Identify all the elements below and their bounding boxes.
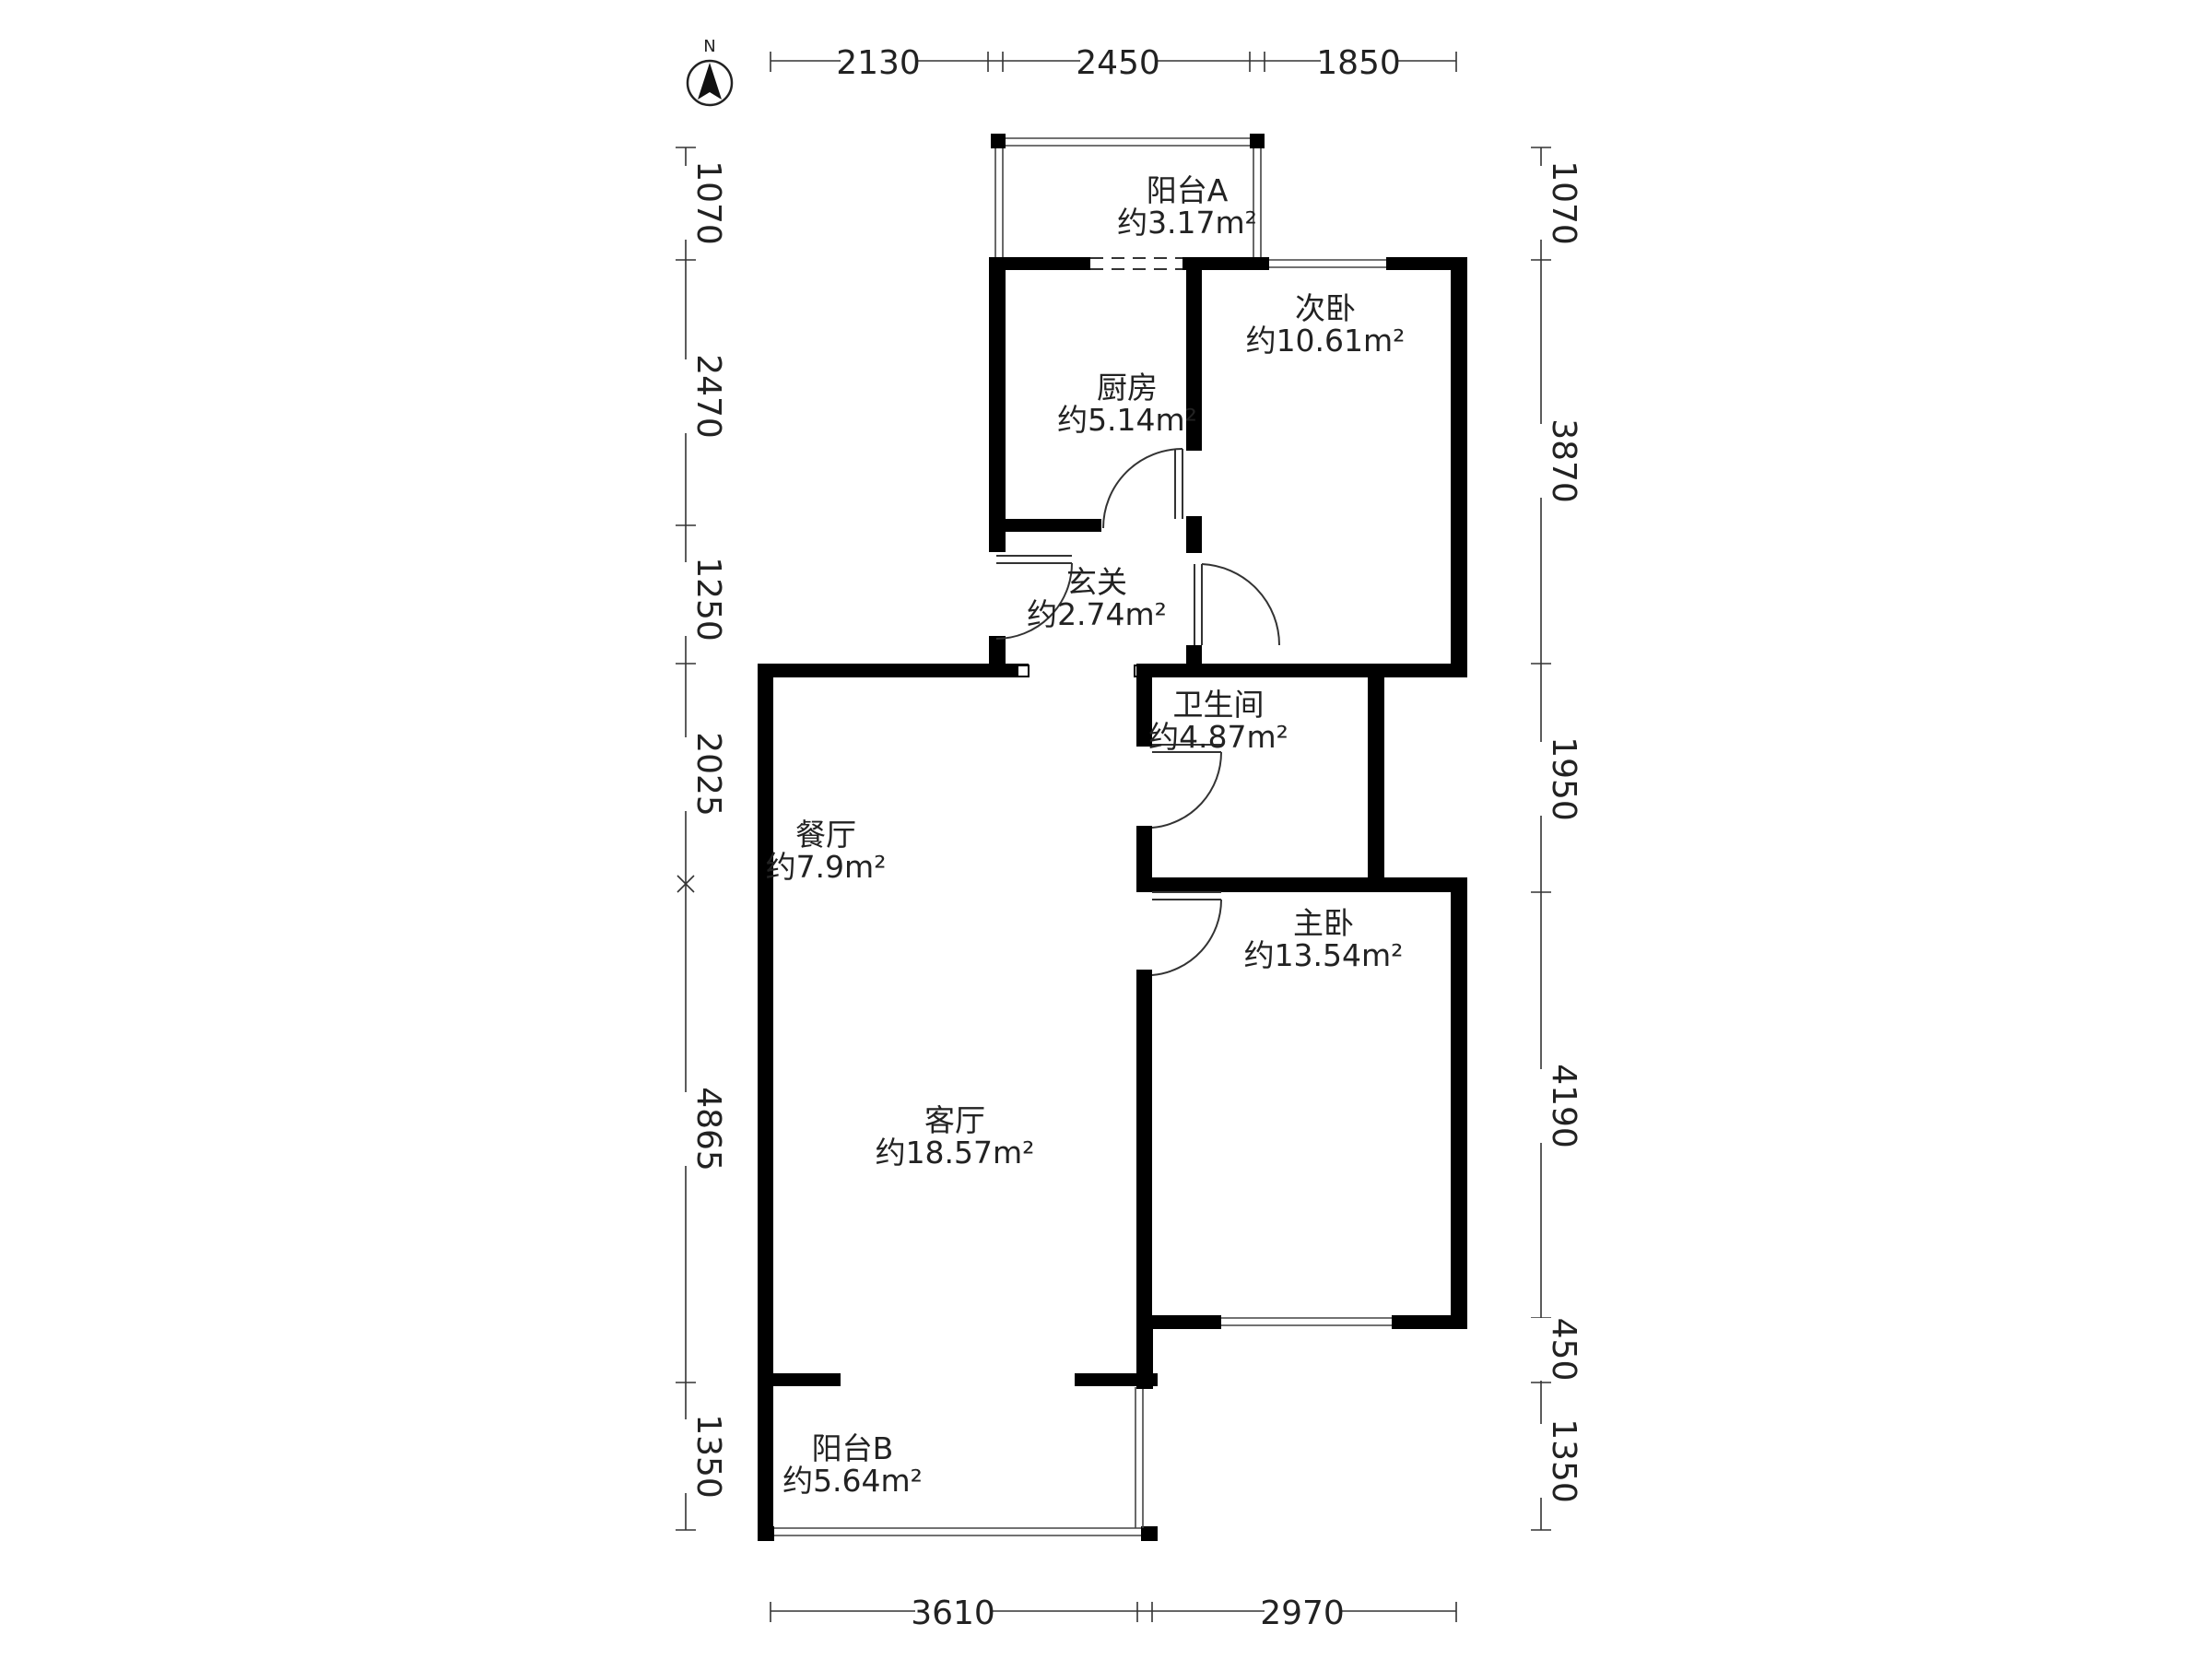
dim-right-4: 4190 <box>1545 1064 1583 1148</box>
dim-right-1: 1070 <box>1545 160 1583 245</box>
room-labels: 阳台A 约3.17m² 次卧 约10.61m² 厨房 约5.14m² 玄关 约2… <box>766 172 1406 1499</box>
dim-left-4: 2025 <box>689 732 727 817</box>
room-area-balcony-a: 约3.17m² <box>1117 205 1257 241</box>
room-name-bathroom: 卫生间 <box>1173 687 1265 723</box>
room-area-balcony-b: 约5.64m² <box>782 1463 923 1499</box>
dim-right-3: 1950 <box>1545 736 1583 821</box>
room-name-entrance: 玄关 <box>1066 564 1127 600</box>
dimension-bottom: 3610 2970 <box>770 1593 1457 1632</box>
room-name-second-bedroom: 次卧 <box>1295 290 1356 326</box>
room-area-master-bedroom: 约13.54m² <box>1244 937 1404 973</box>
kitchen-door <box>1102 448 1183 529</box>
entrance-door <box>995 555 1073 640</box>
room-area-kitchen: 约5.14m² <box>1057 402 1197 438</box>
second-bedroom-door <box>1194 563 1281 646</box>
dim-bottom-1: 3610 <box>911 1594 995 1632</box>
room-name-master-bedroom: 主卧 <box>1293 905 1354 941</box>
compass: N <box>686 37 734 107</box>
room-name-dining-room: 餐厅 <box>795 817 856 853</box>
room-area-dining-room: 约7.9m² <box>766 849 887 885</box>
doors <box>995 448 1281 976</box>
room-area-second-bedroom: 约10.61m² <box>1246 323 1406 359</box>
master-bedroom-door <box>1151 891 1223 976</box>
walls <box>758 134 1467 1541</box>
room-area-entrance: 约2.74m² <box>1027 596 1167 632</box>
compass-arrow-icon <box>698 63 722 100</box>
bathroom-door <box>1151 744 1223 829</box>
room-name-kitchen: 厨房 <box>1097 370 1158 406</box>
room-area-living-room: 约18.57m² <box>876 1135 1035 1171</box>
dim-right-2: 3870 <box>1545 418 1583 503</box>
dimension-right: 1070 3870 1950 4190 450 1350 <box>1523 147 1583 1531</box>
dim-top-2: 2450 <box>1076 44 1160 82</box>
dim-left-6: 1350 <box>689 1414 727 1499</box>
dim-top-1: 2130 <box>836 44 921 82</box>
room-area-bathroom: 约4.87m² <box>1148 719 1288 755</box>
dim-right-5: 450 <box>1545 1318 1583 1382</box>
dim-left-2: 2470 <box>689 354 727 439</box>
dim-top-3: 1850 <box>1316 44 1401 82</box>
dimension-left: 1070 2470 1250 2025 4865 1350 <box>667 147 727 1531</box>
room-name-living-room: 客厅 <box>924 1102 985 1138</box>
compass-circle <box>686 59 734 107</box>
room-name-balcony-b: 阳台B <box>812 1430 894 1466</box>
dim-left-1: 1070 <box>689 160 727 245</box>
dimension-top: 2130 2450 1850 <box>770 42 1457 82</box>
room-name-balcony-a: 阳台A <box>1147 172 1229 208</box>
dim-left-5: 4865 <box>689 1087 727 1171</box>
dim-right-6: 1350 <box>1545 1418 1583 1503</box>
dim-left-3: 1250 <box>689 557 727 641</box>
dim-bottom-2: 2970 <box>1260 1594 1345 1632</box>
compass-label: N <box>703 37 715 56</box>
